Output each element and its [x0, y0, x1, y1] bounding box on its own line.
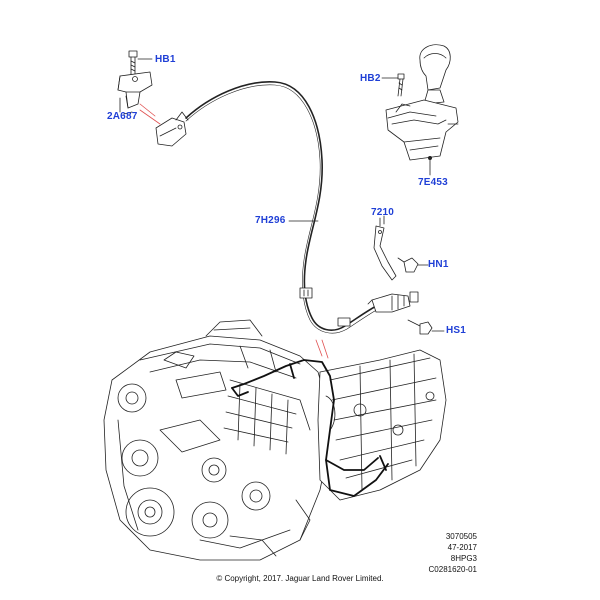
- callout-7e453: 7E453: [418, 177, 448, 188]
- bolt-hb1-shape: [128, 50, 153, 75]
- transmission-shape: [317, 349, 447, 501]
- callout-hn1: HN1: [428, 259, 449, 270]
- engine-assembly-shape: [103, 319, 331, 561]
- callout-hb1: HB1: [155, 54, 176, 65]
- reference-block: 3070505 47-2017 8HPG3 C0281620-01: [429, 531, 477, 575]
- callout-7h296: 7H296: [255, 215, 286, 226]
- reference-line-4: C0281620-01: [428, 565, 477, 574]
- reference-line-2: 47-2017: [447, 543, 477, 552]
- bolt-hb2-shape: [381, 73, 405, 97]
- callout-hb2: HB2: [360, 73, 381, 84]
- callout-hs1: HS1: [446, 325, 467, 336]
- cable-end-fitting-shape: [155, 111, 189, 147]
- reference-line-1: 3070505: [445, 532, 477, 541]
- cable-adjuster-shape: [367, 291, 419, 313]
- leader-lines: [119, 97, 385, 359]
- copyright-notice: © Copyright, 2017. Jaguar Land Rover Lim…: [216, 574, 384, 583]
- nut-hn1-shape: [397, 257, 429, 273]
- wiring-harness-shape: [231, 359, 389, 497]
- shifter-assembly-7e453-shape: [385, 44, 459, 176]
- callout-7210: 7210: [371, 207, 395, 218]
- bracket-2a687-shape: [117, 71, 161, 125]
- bracket-7210-shape: [373, 217, 397, 281]
- bolt-hs1-shape: [407, 319, 445, 335]
- cable-7h296-shape: [185, 81, 383, 334]
- callout-2a687: 2A687: [107, 111, 138, 122]
- reference-line-3: 8HPG3: [450, 554, 477, 563]
